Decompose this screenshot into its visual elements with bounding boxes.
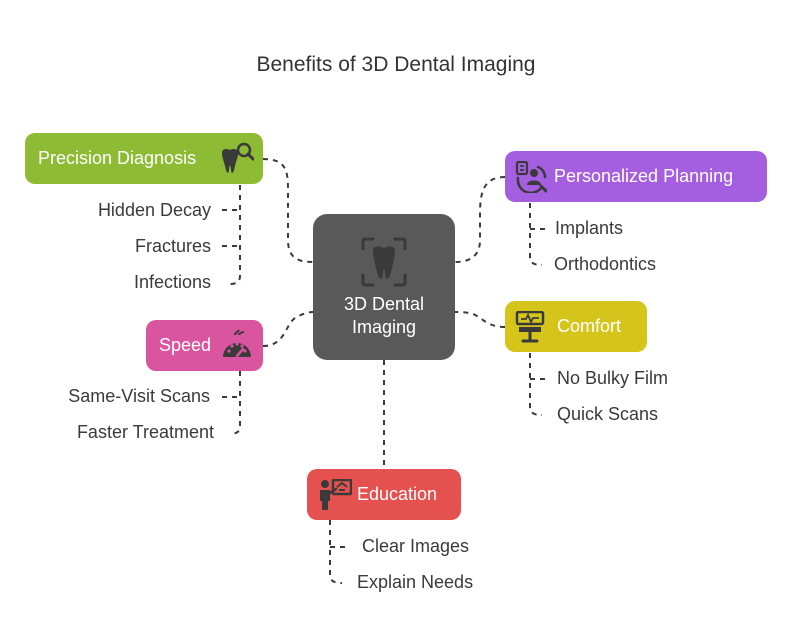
speed-label: Speed [159, 335, 212, 355]
personalized-planning-label: Personalized Planning [554, 166, 734, 186]
precision-item-hidden-decay: Hidden Decay [97, 200, 211, 220]
comfort-node: Comfort [505, 301, 647, 352]
speedometer-icon [223, 330, 251, 358]
comfort-label: Comfort [557, 316, 622, 336]
precision-item-fractures: Fractures [134, 236, 211, 256]
center-label-line1: 3D Dental [343, 294, 425, 314]
planning-item-implants: Implants [555, 218, 624, 238]
precision-diagnosis-node: Precision Diagnosis [25, 133, 263, 184]
education-node: Education [307, 469, 461, 520]
planning-item-orthodontics: Orthodontics [554, 254, 657, 274]
person-plan-icon [515, 161, 547, 193]
tooth-scan-icon [361, 237, 407, 287]
comfort-item-quick-scans: Quick Scans [557, 404, 659, 424]
education-item-explain-needs: Explain Needs [357, 572, 474, 592]
dental-chair-icon [515, 311, 545, 343]
personalized-planning-node: Personalized Planning [505, 151, 767, 202]
presenter-icon [320, 479, 352, 510]
precision-diagnosis-label: Precision Diagnosis [38, 148, 197, 168]
tooth-search-icon [222, 142, 254, 173]
speed-item-same-visit-scans: Same-Visit Scans [68, 386, 210, 406]
precision-item-infections: Infections [133, 272, 211, 292]
education-item-clear-images: Clear Images [362, 536, 470, 556]
education-label: Education [357, 484, 438, 504]
speed-node: Speed [146, 320, 263, 371]
speed-item-faster-treatment: Faster Treatment [76, 422, 214, 442]
center-node: 3D Dental Imaging [313, 214, 455, 360]
center-label-line2: Imaging [351, 317, 417, 337]
diagram-title: Benefits of 3D Dental Imaging [256, 53, 536, 76]
comfort-item-no-bulky-film: No Bulky Film [557, 368, 669, 388]
